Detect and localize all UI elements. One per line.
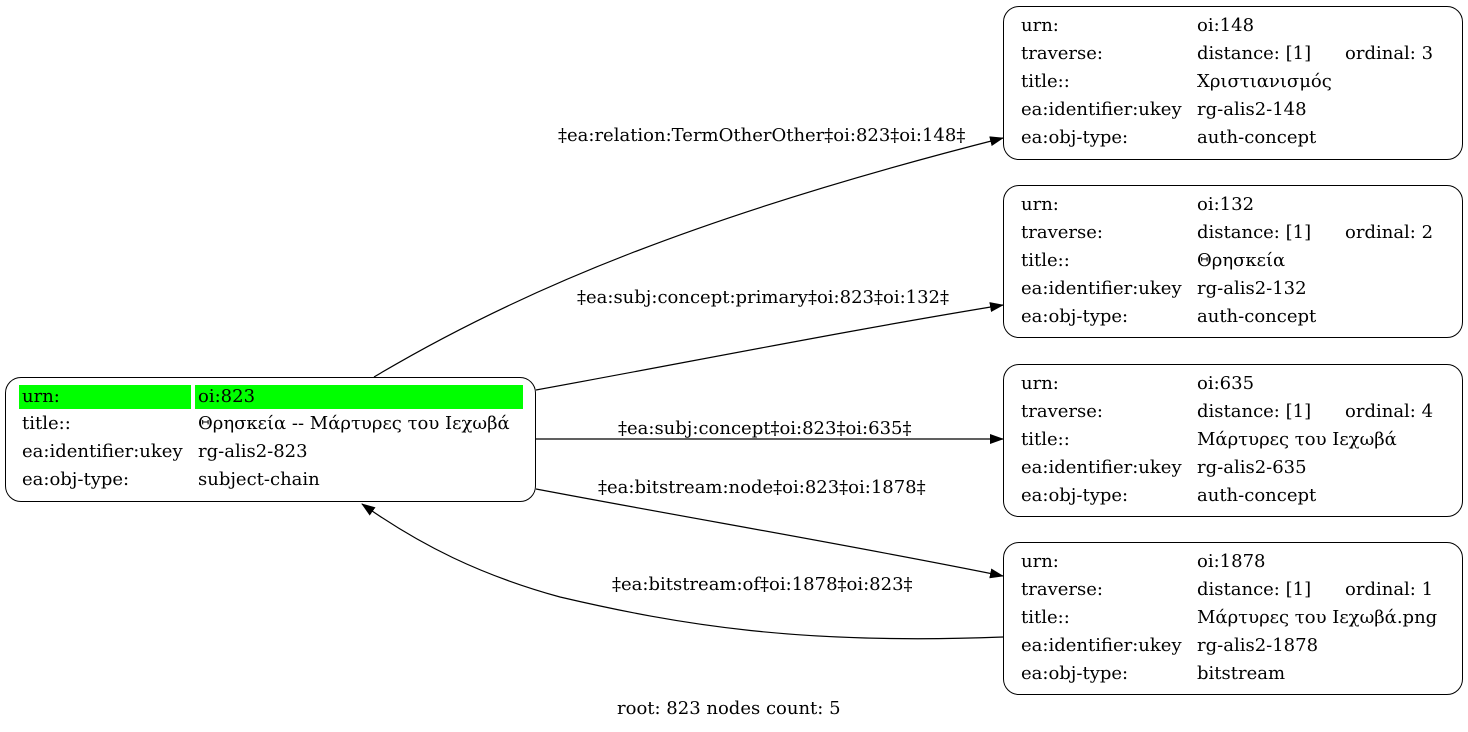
edge-label-823-635: ‡ea:subj:concept‡oi:823‡oi:635‡ <box>618 418 912 439</box>
root-row-ukey: ea:identifier:ukey rg-alis2-823 <box>19 440 529 464</box>
urn-key: urn: <box>1021 373 1059 394</box>
ordinal-value: ordinal: 2 <box>1345 222 1434 243</box>
urn-value: oi:635 <box>1197 373 1255 394</box>
ordinal-value: ordinal: 4 <box>1345 401 1434 422</box>
edge-823-to-148 <box>373 136 1004 378</box>
root-ukey-value: rg-alis2-823 <box>198 441 308 462</box>
traverse-key: traverse: <box>1021 579 1103 600</box>
ordinal-value: ordinal: 3 <box>1345 43 1434 64</box>
ukey-key: ea:identifier:ukey <box>1021 457 1182 478</box>
node-148[interactable]: urn: oi:148 traverse: distance: [1] ordi… <box>1003 6 1463 160</box>
traverse-key: traverse: <box>1021 401 1103 422</box>
urn-value: oi:148 <box>1197 15 1255 36</box>
root-row-type: ea:obj-type: subject-chain <box>19 468 529 492</box>
type-key: ea:obj-type: <box>1021 127 1129 148</box>
ordinal-value: ordinal: 1 <box>1345 579 1434 600</box>
root-row-title: title:: Θρησκεία -- Μάρτυρες του Ιεχωβά <box>19 412 529 436</box>
urn-key: urn: <box>1021 15 1059 36</box>
ukey-key: ea:identifier:ukey <box>1021 99 1182 120</box>
root-urn-value: oi:823 <box>195 385 523 409</box>
traverse-key: traverse: <box>1021 43 1103 64</box>
node-635[interactable]: urn: oi:635 traverse: distance: [1] ordi… <box>1003 364 1463 517</box>
type-key: ea:obj-type: <box>1021 485 1129 506</box>
title-key: title:: <box>1021 429 1070 450</box>
ukey-value: rg-alis2-1878 <box>1197 635 1319 656</box>
node-1878[interactable]: urn: oi:1878 traverse: distance: [1] ord… <box>1003 542 1463 695</box>
title-value: Μάρτυρες του Ιεχωβά <box>1197 429 1397 450</box>
edge-823-to-1878 <box>535 488 1004 579</box>
type-value: auth-concept <box>1197 306 1317 327</box>
type-key: ea:obj-type: <box>1021 306 1129 327</box>
urn-key: urn: <box>1021 551 1059 572</box>
type-value: auth-concept <box>1197 485 1317 506</box>
title-key: title:: <box>1021 607 1070 628</box>
title-value: Θρησκεία <box>1197 250 1286 271</box>
title-key: title:: <box>1021 250 1070 271</box>
ukey-key: ea:identifier:ukey <box>1021 278 1182 299</box>
root-title-key: title:: <box>22 413 71 434</box>
ukey-value: rg-alis2-132 <box>1197 278 1307 299</box>
node-132[interactable]: urn: oi:132 traverse: distance: [1] ordi… <box>1003 185 1463 338</box>
root-type-key: ea:obj-type: <box>22 469 130 490</box>
title-key: title:: <box>1021 71 1070 92</box>
urn-key: urn: <box>1021 194 1059 215</box>
edge-label-1878-823: ‡ea:bitstream:of‡oi:1878‡oi:823‡ <box>612 574 913 595</box>
edge-823-to-132 <box>535 302 1004 391</box>
edge-label-823-148: ‡ea:relation:TermOtherOther‡oi:823‡oi:14… <box>558 125 966 146</box>
distance-value: distance: [1] <box>1197 222 1312 243</box>
title-value: Χριστιανισμός <box>1197 71 1332 92</box>
ukey-key: ea:identifier:ukey <box>1021 635 1182 656</box>
root-title-value: Θρησκεία -- Μάρτυρες του Ιεχωβά <box>198 413 510 434</box>
type-value: bitstream <box>1197 663 1286 684</box>
root-type-value: subject-chain <box>198 469 320 490</box>
root-urn-key: urn: <box>19 385 191 409</box>
type-key: ea:obj-type: <box>1021 663 1129 684</box>
root-ukey-key: ea:identifier:ukey <box>22 441 183 462</box>
traverse-key: traverse: <box>1021 222 1103 243</box>
ukey-value: rg-alis2-635 <box>1197 457 1307 478</box>
root-node-823[interactable]: urn: oi:823 title:: Θρησκεία -- Μάρτυρες… <box>5 377 536 502</box>
urn-value: oi:132 <box>1197 194 1255 215</box>
edge-label-823-1878: ‡ea:bitstream:node‡oi:823‡oi:1878‡ <box>598 477 926 498</box>
urn-value: oi:1878 <box>1197 551 1266 572</box>
edge-label-823-132: ‡ea:subj:concept:primary‡oi:823‡oi:132‡ <box>577 287 949 308</box>
distance-value: distance: [1] <box>1197 579 1312 600</box>
distance-value: distance: [1] <box>1197 43 1312 64</box>
distance-value: distance: [1] <box>1197 401 1312 422</box>
graph-footer: root: 823 nodes count: 5 <box>617 698 841 719</box>
ukey-value: rg-alis2-148 <box>1197 99 1307 120</box>
edge-1878-to-823 <box>361 503 1004 640</box>
title-value: Μάρτυρες του Ιεχωβά.png <box>1197 607 1438 628</box>
root-row-urn: urn: oi:823 <box>19 385 529 409</box>
type-value: auth-concept <box>1197 127 1317 148</box>
